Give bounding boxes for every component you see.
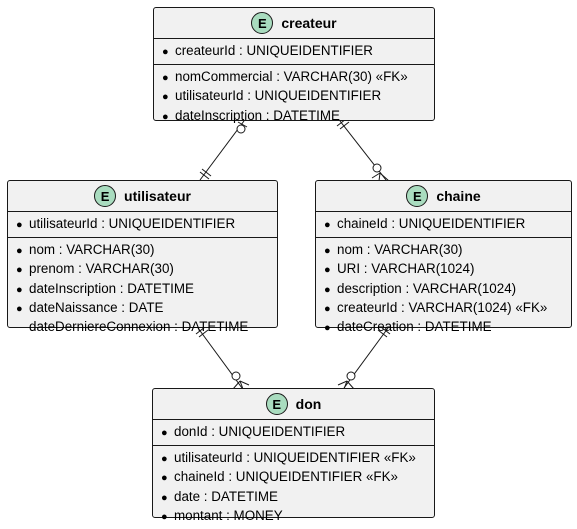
mandatory-bullet-icon: ●: [324, 322, 331, 335]
relation-createur-chaine: [336, 118, 390, 182]
attribute-row: ● createurId : VARCHAR(1024) «FK»: [324, 299, 571, 318]
mandatory-bullet-icon: ●: [16, 264, 23, 277]
key-text: chaineId : UNIQUEIDENTIFIER: [337, 216, 526, 231]
mandatory-bullet-icon: ●: [162, 72, 169, 85]
attribute-row: ● dateInscription : DATETIME: [16, 280, 277, 299]
divider: [316, 237, 571, 239]
attribute-row: ● utilisateurId : UNIQUEIDENTIFIER «FK»: [161, 449, 434, 468]
attribute-text: dateNaissance : DATE: [29, 299, 164, 315]
entity-title: don: [295, 396, 322, 412]
mandatory-bullet-icon: ●: [161, 427, 168, 439]
attribute-section: ● utilisateurId : UNIQUEIDENTIFIER «FK» ●…: [153, 446, 434, 529]
entity-chaine[interactable]: E chaine ● chaineId : UNIQUEIDENTIFIER ● n…: [315, 180, 572, 334]
attribute-row: ● utilisateurId : UNIQUEIDENTIFIER: [162, 87, 434, 106]
attribute-section: ● nom : VARCHAR(30) ● prenom : VARCHAR(30)…: [8, 238, 277, 338]
key-text: createurId : UNIQUEIDENTIFIER: [175, 43, 373, 58]
attribute-row: ● URI : VARCHAR(1024): [324, 260, 571, 279]
entity-title: chaine: [436, 188, 481, 204]
divider: [8, 211, 277, 212]
attribute-row: ● dateCreation : DATETIME: [324, 318, 571, 337]
relation-utilisateur-don: [195, 326, 250, 390]
attribute-text: dateCreation : DATETIME: [337, 319, 492, 335]
attribute-text: utilisateurId : UNIQUEIDENTIFIER: [175, 88, 382, 104]
attribute-text: date : DATETIME: [174, 488, 278, 504]
entity-header: E utilisateur: [8, 181, 277, 211]
key-row: ● donId : UNIQUEIDENTIFIER: [161, 423, 434, 442]
entity-badge-icon: E: [265, 393, 288, 415]
mandatory-bullet-icon: ●: [324, 219, 331, 231]
entity-createur[interactable]: E createur ● createurId : UNIQUEIDENTIFIE…: [153, 7, 435, 123]
attribute-text: dateInscription : DATETIME: [175, 107, 340, 123]
mandatory-bullet-icon: ●: [162, 110, 169, 123]
attribute-text: prenom : VARCHAR(30): [29, 261, 174, 277]
attribute-row: ● dateNaissance : DATE: [16, 299, 277, 318]
attribute-text: dateDerniereConnexion : DATETIME: [29, 319, 249, 335]
entity-header: E chaine: [316, 181, 571, 211]
primary-key-section: ● utilisateurId : UNIQUEIDENTIFIER: [8, 212, 277, 237]
attribute-row: ● dateInscription : DATETIME: [162, 107, 434, 126]
entity-header: E createur: [154, 8, 434, 38]
entity-title: utilisateur: [124, 188, 191, 204]
mandatory-bullet-icon: ●: [16, 283, 23, 296]
attribute-row: ● montant : MONEY: [161, 507, 434, 526]
primary-key-section: ● createurId : UNIQUEIDENTIFIER: [154, 39, 434, 64]
entity-header: E don: [153, 389, 434, 419]
mandatory-bullet-icon: ●: [16, 245, 23, 258]
primary-key-section: ● chaineId : UNIQUEIDENTIFIER: [316, 212, 571, 237]
attribute-section: ●nom : VARCHAR(30) ●URI : VARCHAR(1024) …: [316, 238, 571, 340]
attribute-text: nom : VARCHAR(30): [29, 242, 155, 258]
attribute-row: ● description : VARCHAR(1024): [324, 280, 571, 299]
attribute-text: dateInscription : DATETIME: [29, 280, 194, 296]
mandatory-bullet-icon: ●: [161, 510, 168, 523]
mandatory-bullet-icon: ●: [161, 453, 168, 466]
entity-badge-icon: E: [94, 185, 117, 207]
entity-badge-icon: E: [251, 12, 274, 34]
attribute-row: ● nom : VARCHAR(30): [16, 241, 277, 260]
mandatory-bullet-icon: ●: [324, 245, 331, 258]
attribute-text: nom : VARCHAR(30): [337, 242, 463, 258]
attribute-text: utilisateurId : UNIQUEIDENTIFIER «FK»: [174, 450, 416, 466]
divider: [154, 64, 434, 66]
attribute-row: ● chaineId : UNIQUEIDENTIFIER «FK»: [161, 468, 434, 487]
key-row: ● chaineId : UNIQUEIDENTIFIER: [324, 215, 571, 234]
divider: [154, 38, 434, 39]
entity-don[interactable]: E don ● donId : UNIQUEIDENTIFIER ● utilisa…: [152, 388, 435, 523]
attribute-row: ● nom : VARCHAR(30): [324, 241, 571, 260]
attribute-text: nomCommercial : VARCHAR(30) «FK»: [175, 69, 408, 85]
mandatory-bullet-icon: ●: [162, 91, 169, 104]
entity-utilisateur[interactable]: E utilisateur ● utilisateurId : UNIQUEIDE…: [7, 180, 278, 334]
relation-chaine-don: [337, 326, 391, 390]
divider: [316, 211, 571, 212]
attribute-text: montant : MONEY: [174, 507, 283, 523]
key-text: utilisateurId : UNIQUEIDENTIFIER: [29, 216, 236, 231]
attribute-text: chaineId : UNIQUEIDENTIFIER «FK»: [174, 469, 398, 485]
attribute-text: createurId : VARCHAR(1024) «FK»: [337, 299, 548, 315]
attribute-row: ● prenom : VARCHAR(30): [16, 260, 277, 279]
divider: [8, 237, 277, 239]
attribute-text: description : VARCHAR(1024): [337, 280, 517, 296]
relation-createur-utilisateur: [199, 120, 248, 181]
divider: [153, 419, 434, 420]
mandatory-bullet-icon: ●: [16, 219, 23, 231]
key-row: ● utilisateurId : UNIQUEIDENTIFIER: [16, 215, 277, 234]
mandatory-bullet-icon: ●: [324, 283, 331, 296]
mandatory-bullet-icon: ●: [161, 472, 168, 485]
attribute-row: ● date : DATETIME: [161, 488, 434, 507]
key-text: donId : UNIQUEIDENTIFIER: [174, 424, 346, 439]
attribute-section: ● nomCommercial : VARCHAR(30) «FK» ● utili…: [154, 65, 434, 129]
mandatory-bullet-icon: ●: [161, 491, 168, 504]
mandatory-bullet-icon: ●: [162, 46, 169, 58]
entity-title: createur: [281, 15, 337, 31]
key-row: ● createurId : UNIQUEIDENTIFIER: [162, 42, 434, 61]
mandatory-bullet-icon: ●: [324, 264, 331, 277]
entity-badge-icon: E: [406, 185, 429, 207]
primary-key-section: ● donId : UNIQUEIDENTIFIER: [153, 420, 434, 445]
mandatory-bullet-icon: ●: [16, 302, 23, 315]
divider: [153, 445, 434, 447]
attribute-text: URI : VARCHAR(1024): [337, 261, 475, 277]
attribute-row: dateDerniereConnexion : DATETIME: [16, 318, 277, 335]
mandatory-bullet-icon: ●: [324, 302, 331, 315]
attribute-row: ● nomCommercial : VARCHAR(30) «FK»: [162, 68, 434, 87]
